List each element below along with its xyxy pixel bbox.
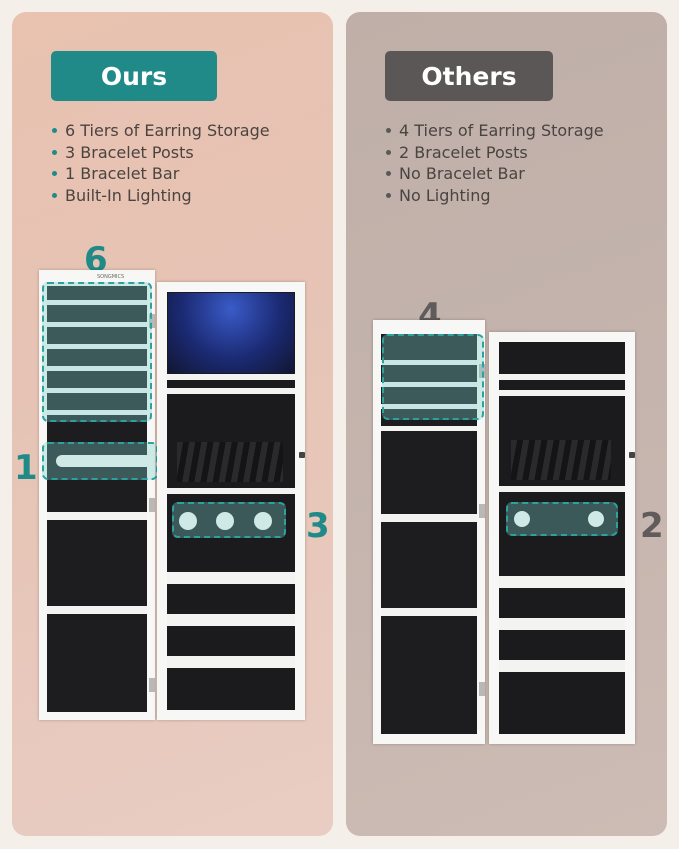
door-mirror-back xyxy=(381,334,477,734)
ours-feature-item: Built-In Lighting xyxy=(52,185,270,207)
hinge-icon xyxy=(149,678,155,692)
shelf xyxy=(167,614,295,626)
bullet-icon xyxy=(386,192,391,198)
earring-tier xyxy=(47,344,147,349)
others-feature-item: 2 Bracelet Posts xyxy=(386,142,604,164)
shelf xyxy=(499,374,625,380)
ring-slot-bar xyxy=(167,388,295,394)
hinge-icon xyxy=(149,498,155,512)
bullet-icon xyxy=(52,171,57,177)
bullet-icon xyxy=(52,192,57,198)
earring-tier xyxy=(47,300,147,305)
bracelet-post xyxy=(179,512,197,530)
ours-feature-item: 1 Bracelet Bar xyxy=(52,163,270,185)
storage-pouch xyxy=(177,442,283,482)
others-badge: Others xyxy=(385,51,553,101)
ours-posts-callout: 3 xyxy=(306,506,330,546)
necklace-hook-bar xyxy=(381,608,477,616)
hinge-icon xyxy=(479,504,485,518)
earring-tier xyxy=(381,426,477,431)
shelf xyxy=(499,660,625,672)
bracelet-post xyxy=(216,512,234,530)
lock-icon xyxy=(629,452,635,458)
others-posts-callout: 2 xyxy=(640,506,664,546)
shelf xyxy=(167,656,295,668)
ours-badge: Ours xyxy=(51,51,217,101)
bullet-icon xyxy=(52,149,57,155)
bullet-icon xyxy=(386,149,391,155)
shelf xyxy=(499,486,625,492)
earring-tier xyxy=(47,410,147,415)
earring-tier xyxy=(47,388,147,393)
ours-cabinet-body xyxy=(157,282,305,720)
ours-cabinet-door: SONGMICS xyxy=(39,270,155,720)
storage-pouch xyxy=(511,440,611,480)
others-cabinet-door xyxy=(373,320,485,744)
door-mirror-back xyxy=(47,286,147,712)
necklace-hook-bar xyxy=(47,512,147,520)
ours-feature-list: 6 Tiers of Earring Storage 3 Bracelet Po… xyxy=(52,120,270,206)
bullet-icon xyxy=(386,128,391,134)
cabinet-interior xyxy=(499,342,625,734)
bracelet-post xyxy=(588,511,604,527)
ours-bar-callout: 1 xyxy=(14,448,38,488)
earring-tier xyxy=(381,382,477,387)
others-panel: Others 4 Tiers of Earring Storage 2 Brac… xyxy=(346,12,667,836)
bracelet-post xyxy=(514,511,530,527)
shelf xyxy=(167,488,295,494)
hinge-icon xyxy=(149,314,155,328)
others-feature-item: No Lighting xyxy=(386,185,604,207)
ours-tiers-highlight xyxy=(42,282,152,422)
others-cabinet-body xyxy=(489,332,635,744)
necklace-hook-bar xyxy=(47,606,147,614)
bracelet-post xyxy=(254,512,272,530)
bullet-icon xyxy=(386,171,391,177)
lock-icon xyxy=(299,452,305,458)
earring-tier xyxy=(381,404,477,409)
shelf xyxy=(167,572,295,584)
shelf xyxy=(167,374,295,380)
others-tiers-highlight xyxy=(382,334,484,420)
bracelet-bar xyxy=(56,455,152,467)
earring-tier xyxy=(381,360,477,365)
others-feature-item: No Bracelet Bar xyxy=(386,163,604,185)
ours-panel: Ours 6 Tiers of Earring Storage 3 Bracel… xyxy=(12,12,333,836)
necklace-hook-bar xyxy=(381,514,477,522)
others-feature-item: 4 Tiers of Earring Storage xyxy=(386,120,604,142)
others-feature-list: 4 Tiers of Earring Storage 2 Bracelet Po… xyxy=(386,120,604,206)
ours-feature-item: 6 Tiers of Earring Storage xyxy=(52,120,270,142)
brand-mark: SONGMICS xyxy=(97,274,125,280)
ring-slot-bar xyxy=(499,390,625,396)
led-light-compartment xyxy=(168,293,294,373)
bullet-icon xyxy=(52,128,57,134)
hinge-icon xyxy=(479,682,485,696)
ours-feature-item: 3 Bracelet Posts xyxy=(52,142,270,164)
earring-tier xyxy=(47,366,147,371)
shelf xyxy=(499,618,625,630)
shelf xyxy=(499,576,625,588)
earring-tier xyxy=(47,322,147,327)
